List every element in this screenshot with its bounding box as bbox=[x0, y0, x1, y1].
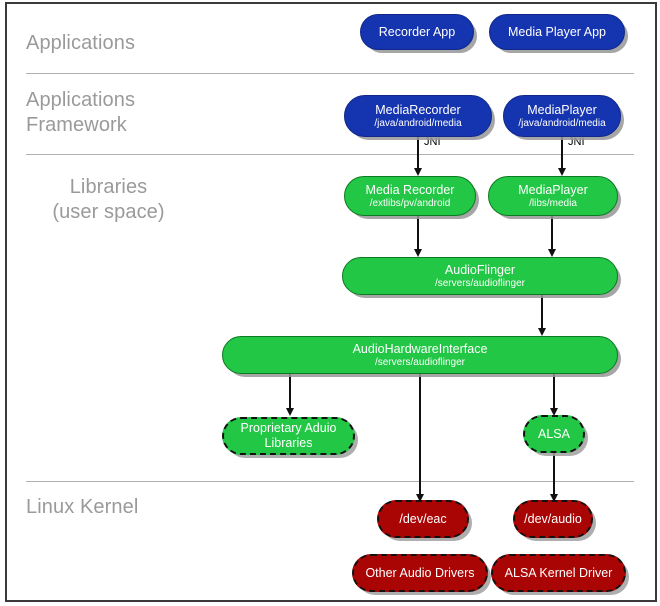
node-alsa-title: ALSA bbox=[538, 426, 570, 441]
node-alsa-kernel-driver-title: ALSA Kernel Driver bbox=[504, 565, 613, 580]
node-mediaplayer-framework-path: /java/android/media bbox=[518, 117, 606, 129]
connector-audioflinger-to-audiohardwareinterface bbox=[541, 295, 543, 331]
node-mediaplayer-framework[interactable]: MediaPlayer /java/android/media bbox=[503, 95, 621, 137]
node-mediarecorder-framework-title: MediaRecorder bbox=[375, 102, 461, 117]
divider-framework bbox=[26, 154, 634, 155]
layer-label-applications: Applications bbox=[26, 32, 136, 54]
node-audioflinger[interactable]: AudioFlinger /servers/audioflinger bbox=[342, 257, 618, 295]
edge-label-jni-recorder: JNI bbox=[424, 136, 441, 148]
node-media-recorder-lib-title: Media Recorder bbox=[365, 182, 455, 197]
node-dev-audio[interactable]: /dev/audio bbox=[513, 500, 593, 538]
node-alsa[interactable]: ALSA bbox=[523, 415, 585, 453]
node-audiohardwareinterface-path: /servers/audioflinger bbox=[374, 356, 466, 368]
node-mediaplayer-lib-path: /libs/media bbox=[529, 197, 577, 209]
connector-alsa-to-dev-audio bbox=[553, 453, 555, 496]
connector-media-recorder-lib-to-audioflinger bbox=[417, 216, 419, 252]
arrowhead-media-recorder-lib bbox=[413, 168, 422, 176]
arrowhead-audiohardwareinterface bbox=[537, 328, 546, 336]
connector-mediaplayer-to-mediaplayer-lib bbox=[561, 137, 563, 171]
node-mediaplayer-framework-title: MediaPlayer bbox=[527, 102, 597, 117]
node-dev-eac[interactable]: /dev/eac bbox=[377, 500, 469, 538]
node-other-audio-drivers-title: Other Audio Drivers bbox=[365, 565, 475, 580]
node-audiohardwareinterface[interactable]: AudioHardwareInterface /servers/audiofli… bbox=[222, 336, 618, 374]
node-audiohardwareinterface-title: AudioHardwareInterface bbox=[352, 341, 488, 356]
node-audioflinger-path: /servers/audioflinger bbox=[434, 277, 526, 289]
node-media-player-app[interactable]: Media Player App bbox=[489, 14, 625, 50]
arrowhead-proprietary-libs bbox=[285, 408, 294, 416]
node-recorder-app-title: Recorder App bbox=[378, 24, 456, 39]
node-dev-audio-title: /dev/audio bbox=[524, 511, 582, 526]
node-other-audio-drivers[interactable]: Other Audio Drivers bbox=[352, 554, 488, 592]
node-mediarecorder-framework-path: /java/android/media bbox=[374, 117, 462, 129]
connector-mediarecorder-to-media-recorder-lib bbox=[417, 137, 419, 171]
node-mediarecorder-framework[interactable]: MediaRecorder /java/android/media bbox=[344, 95, 492, 137]
node-media-recorder-lib-path: /extlibs/pv/android bbox=[369, 197, 451, 209]
node-mediaplayer-lib-title: MediaPlayer bbox=[518, 182, 588, 197]
arrowhead-alsa bbox=[549, 408, 558, 416]
divider-kernel bbox=[26, 481, 634, 482]
divider-applications bbox=[26, 73, 634, 74]
connector-mediaplayer-lib-to-audioflinger bbox=[551, 216, 553, 252]
node-media-player-app-title: Media Player App bbox=[508, 24, 606, 39]
arrowhead-audioflinger-left bbox=[413, 249, 422, 257]
arrowhead-mediaplayer-lib bbox=[557, 168, 566, 176]
edge-label-jni-player: JNI bbox=[568, 136, 585, 148]
node-proprietary-audio-libraries-title: Proprietary Aduio Libraries bbox=[240, 421, 337, 450]
node-dev-eac-title: /dev/eac bbox=[399, 511, 447, 526]
node-media-recorder-lib[interactable]: Media Recorder /extlibs/pv/android bbox=[344, 176, 476, 216]
node-proprietary-audio-libraries[interactable]: Proprietary Aduio Libraries bbox=[222, 417, 355, 455]
connector-ahi-to-dev-eac bbox=[419, 374, 421, 496]
node-mediaplayer-lib[interactable]: MediaPlayer /libs/media bbox=[488, 176, 618, 216]
arrowhead-audioflinger-right bbox=[547, 249, 556, 257]
layer-label-applications-framework: Applications Framework bbox=[26, 89, 136, 136]
node-audioflinger-title: AudioFlinger bbox=[444, 262, 516, 277]
node-alsa-kernel-driver[interactable]: ALSA Kernel Driver bbox=[491, 554, 626, 592]
connector-ahi-to-proprietary-libs bbox=[289, 374, 291, 410]
node-recorder-app[interactable]: Recorder App bbox=[360, 14, 474, 50]
connector-ahi-to-alsa bbox=[553, 374, 555, 410]
layer-label-libraries: Libraries (user space) bbox=[52, 176, 165, 223]
layer-label-linux-kernel: Linux Kernel bbox=[26, 496, 139, 518]
arrowhead-dev-audio bbox=[549, 494, 558, 502]
arrowhead-dev-eac bbox=[415, 494, 424, 502]
